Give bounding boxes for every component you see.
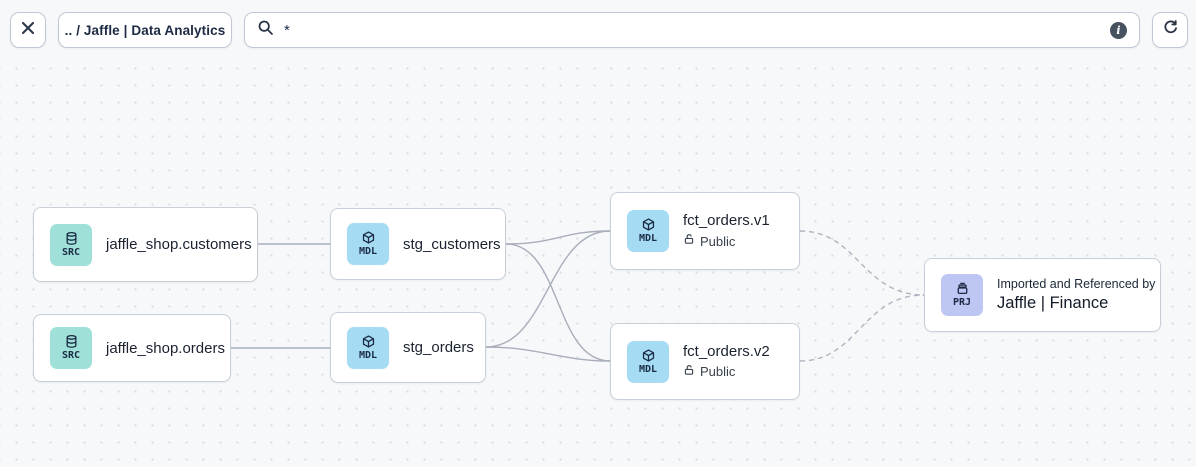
node-label: fct_orders.v2 <box>683 342 770 360</box>
node-source-jaffle-shop-orders[interactable]: SRC jaffle_shop.orders <box>33 314 231 382</box>
refresh-icon <box>1162 19 1179 41</box>
model-badge-icon: MDL <box>347 326 389 369</box>
cube-icon <box>362 231 374 244</box>
model-badge-icon: MDL <box>347 223 389 265</box>
archive-icon <box>957 282 967 295</box>
refresh-button[interactable] <box>1152 12 1188 48</box>
resource-type-badge: SRC <box>61 350 81 361</box>
source-badge-icon: SRC <box>50 223 92 266</box>
close-icon <box>21 21 35 40</box>
node-model-fct-orders-v2[interactable]: MDL fct_orders.v2 Public <box>610 323 800 400</box>
unlock-icon <box>683 232 695 250</box>
unlock-icon <box>683 363 695 381</box>
resource-type-badge: MDL <box>638 233 658 244</box>
breadcrumb-label: .. / Jaffle | Data Analytics <box>64 22 226 38</box>
info-icon[interactable]: i <box>1110 21 1127 39</box>
model-badge-icon: MDL <box>627 340 669 383</box>
resource-type-badge: PRJ <box>952 297 972 308</box>
database-icon <box>66 231 76 245</box>
node-label: jaffle_shop.customers <box>106 236 252 253</box>
project-badge-icon: PRJ <box>941 274 983 316</box>
node-model-fct-orders-v1[interactable]: MDL fct_orders.v1 Public <box>610 192 800 270</box>
node-label: Jaffle | Finance <box>997 294 1109 312</box>
search-icon <box>257 19 274 41</box>
cube-icon <box>642 218 654 231</box>
resource-type-badge: SRC <box>61 246 81 258</box>
node-label: stg_customers <box>403 235 501 253</box>
resource-type-badge: MDL <box>358 349 378 361</box>
node-label: fct_orders.v1 <box>683 212 770 229</box>
resource-type-badge: MDL <box>638 363 658 375</box>
breadcrumb-button[interactable]: .. / Jaffle | Data Analytics <box>58 12 232 48</box>
database-icon <box>66 334 76 348</box>
close-button[interactable] <box>10 12 46 48</box>
access-label: Public <box>700 364 736 379</box>
search-box[interactable]: i <box>244 12 1140 48</box>
search-input[interactable] <box>284 21 1110 39</box>
resource-type-badge: MDL <box>358 246 378 257</box>
node-source-jaffle-shop-customers[interactable]: SRC jaffle_shop.customers <box>33 207 258 282</box>
node-model-stg-customers[interactable]: MDL stg_customers <box>330 208 506 280</box>
node-kicker: Imported and Referenced by <box>997 277 1156 291</box>
access-label: Public <box>700 233 736 249</box>
node-model-stg-orders[interactable]: MDL stg_orders <box>330 312 486 383</box>
cube-icon <box>642 348 654 362</box>
model-badge-icon: MDL <box>627 210 669 252</box>
node-project-jaffle-finance[interactable]: PRJ Imported and Referenced by Jaffle | … <box>924 258 1161 332</box>
cube-icon <box>362 334 374 348</box>
node-label: stg_orders <box>403 339 474 356</box>
node-label: jaffle_shop.orders <box>106 339 225 357</box>
source-badge-icon: SRC <box>50 327 92 369</box>
